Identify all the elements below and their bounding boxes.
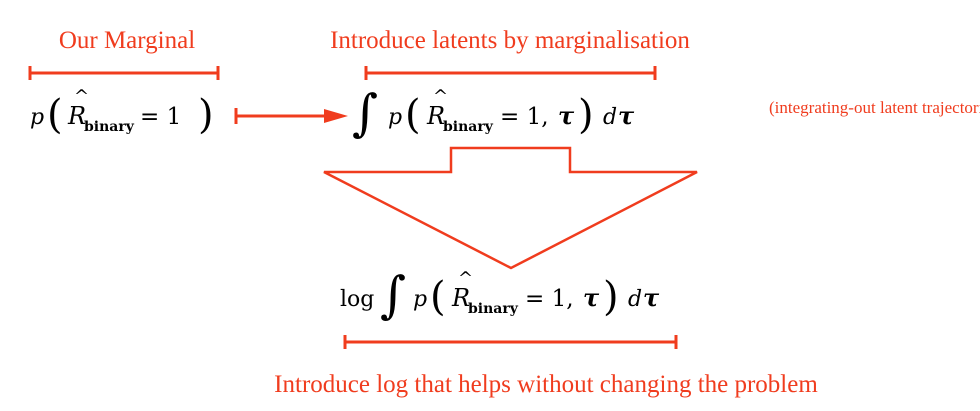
svg-text:(: ( bbox=[405, 92, 421, 138]
right-arrow-icon bbox=[234, 108, 348, 124]
svg-text:d: d bbox=[603, 105, 617, 130]
svg-text:∫: ∫ bbox=[352, 84, 378, 142]
svg-text:p: p bbox=[413, 287, 427, 312]
svg-text:^: ^ bbox=[433, 86, 448, 107]
equation-marginalisation: ∫ p ( R ^ binary = 1, τ ) d τ bbox=[352, 84, 635, 142]
svg-text:binary: binary bbox=[468, 301, 519, 317]
equation-log-marginal: log ∫ p ( R ^ binary = 1, τ ) d τ bbox=[340, 266, 660, 324]
svg-text:= 1,: = 1, bbox=[500, 104, 549, 130]
svg-text:d: d bbox=[628, 287, 642, 312]
svg-text:binary: binary bbox=[443, 119, 494, 135]
svg-text:τ: τ bbox=[583, 283, 600, 312]
svg-text:= 1,: = 1, bbox=[525, 286, 574, 312]
svg-text:∫: ∫ bbox=[380, 266, 406, 324]
svg-text:(: ( bbox=[430, 274, 446, 320]
label-our-marginal: Our Marginal bbox=[59, 27, 195, 54]
svg-text:R: R bbox=[426, 102, 445, 130]
svg-text:τ: τ bbox=[558, 101, 575, 130]
label-integrating-note: (integrating-out latent trajectories) bbox=[769, 98, 980, 117]
bracket-log bbox=[343, 335, 678, 349]
label-introduce-latents: Introduce latents by marginalisation bbox=[330, 27, 690, 54]
svg-text:log: log bbox=[340, 287, 374, 312]
svg-text:= 1: = 1 bbox=[140, 104, 181, 130]
label-introduce-log: Introduce log that helps without changin… bbox=[274, 371, 818, 398]
down-arrow-icon bbox=[323, 146, 698, 270]
bracket-latents bbox=[364, 66, 657, 80]
bracket-marginal bbox=[28, 66, 220, 80]
equation-marginal: p ( R ^ binary = 1 ) bbox=[30, 86, 214, 138]
svg-text:R: R bbox=[451, 284, 470, 312]
svg-text:): ) bbox=[603, 274, 619, 320]
svg-text:τ: τ bbox=[643, 283, 660, 312]
svg-text:R: R bbox=[67, 102, 86, 130]
svg-text:(: ( bbox=[47, 92, 63, 138]
svg-text:p: p bbox=[30, 105, 44, 130]
svg-text:): ) bbox=[198, 92, 214, 138]
svg-text:^: ^ bbox=[74, 86, 89, 107]
svg-text:binary: binary bbox=[84, 119, 135, 135]
svg-text:τ: τ bbox=[618, 101, 635, 130]
svg-text:): ) bbox=[578, 92, 594, 138]
svg-text:p: p bbox=[388, 105, 402, 130]
svg-text:^: ^ bbox=[458, 268, 473, 289]
